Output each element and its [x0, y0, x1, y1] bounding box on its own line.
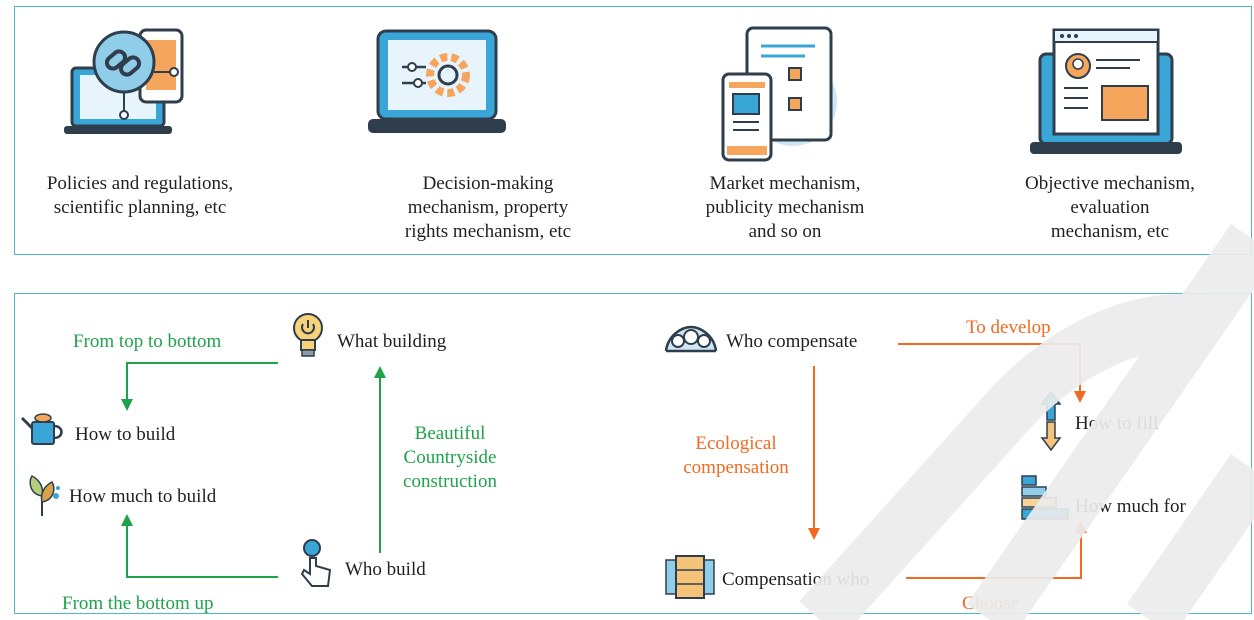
watering-can-icon [20, 413, 63, 445]
label-how-to-fill: How to fill [1075, 413, 1159, 434]
hand-press-button-icon [300, 539, 332, 587]
caption-market-mechanism: Market mechanism, publicity mechanism an… [705, 173, 865, 242]
mechanism-panel [14, 6, 1252, 255]
lightbulb-icon [293, 313, 323, 357]
label-to-develop: To develop [966, 317, 1051, 338]
label-who-build: Who build [345, 559, 426, 580]
label-beautiful-countryside: Beautiful Countryside construction [403, 423, 497, 492]
label-compensation-who: Compensation who [722, 569, 870, 590]
up-down-arrows-icon [1040, 390, 1062, 452]
label-choose: Choose [962, 593, 1019, 614]
laptop-gear-icon [368, 29, 506, 133]
label-who-compensate: Who compensate [726, 331, 858, 352]
arrow-top-to-bottom [121, 362, 278, 411]
building-blocks-icon [665, 555, 715, 599]
caption-decision-making: Decision-making mechanism, property righ… [404, 173, 572, 242]
laptop-link-phone-icon [64, 28, 184, 134]
label-how-to-build: How to build [75, 424, 176, 445]
label-how-much-to-build: How much to build [69, 486, 217, 507]
label-what-building: What building [337, 331, 447, 352]
caption-policies: Policies and regulations, scientific pla… [46, 173, 234, 218]
label-how-much-for: How much for [1075, 496, 1186, 517]
people-group-icon [664, 325, 718, 353]
tablet-phone-icon [721, 26, 837, 162]
arrow-choose [906, 521, 1087, 579]
label-from-top-to-bottom: From top to bottom [73, 331, 222, 352]
label-ecological-compensation: Ecological compensation [683, 433, 789, 478]
plant-sprout-icon [29, 475, 60, 516]
label-from-bottom-up: From the bottom up [62, 593, 214, 614]
laptop-profile-icon [1030, 28, 1182, 154]
stacked-tiers-icon [1021, 475, 1069, 520]
arrow-bottom-up [121, 514, 278, 578]
